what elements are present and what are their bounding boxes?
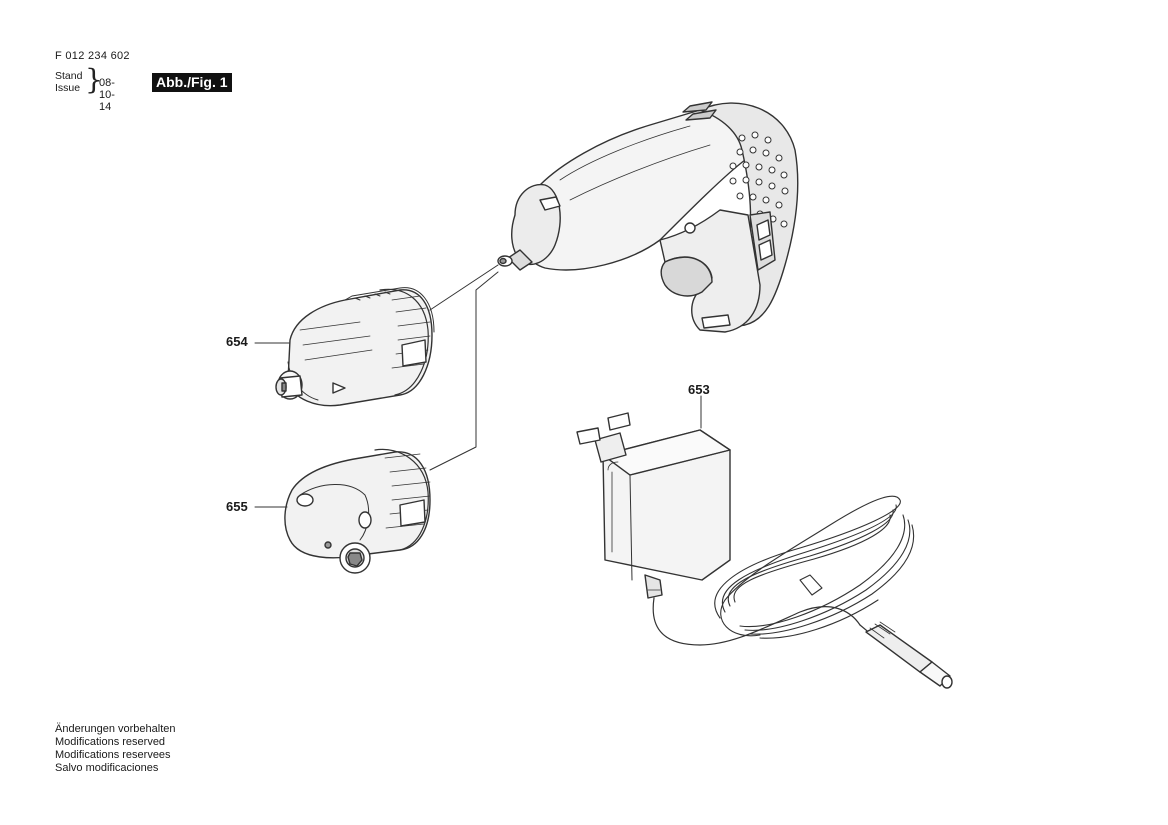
callout-655: 655: [226, 499, 248, 514]
charger-653: [576, 412, 953, 689]
footer-line-fr: Modifications reservees: [55, 749, 171, 761]
document-number: F 012 234 602: [55, 50, 130, 62]
screwdriver-body: [497, 101, 799, 333]
figure-badge: Abb./Fig. 1: [152, 73, 232, 92]
chuck-attachment-654: [275, 287, 435, 407]
footer-line-es: Salvo modificaciones: [55, 762, 159, 774]
footer-notice: Änderungen vorbehalten Modifications res…: [55, 723, 175, 775]
brace-glyph: }: [85, 63, 103, 96]
callout-654: 654: [226, 334, 248, 349]
issue-label: Issue: [55, 82, 81, 94]
callout-653: 653: [688, 382, 710, 397]
footer-line-en: Modifications reserved: [55, 736, 166, 748]
stand-label: Stand: [55, 70, 83, 82]
angle-attachment-655: [284, 448, 431, 574]
footer-line-de: Änderungen vorbehalten: [55, 723, 176, 735]
document-header: F 012 234 602: [55, 50, 130, 62]
issue-labels: Stand Issue: [55, 70, 82, 94]
issue-date: 08-10-14: [99, 77, 115, 113]
